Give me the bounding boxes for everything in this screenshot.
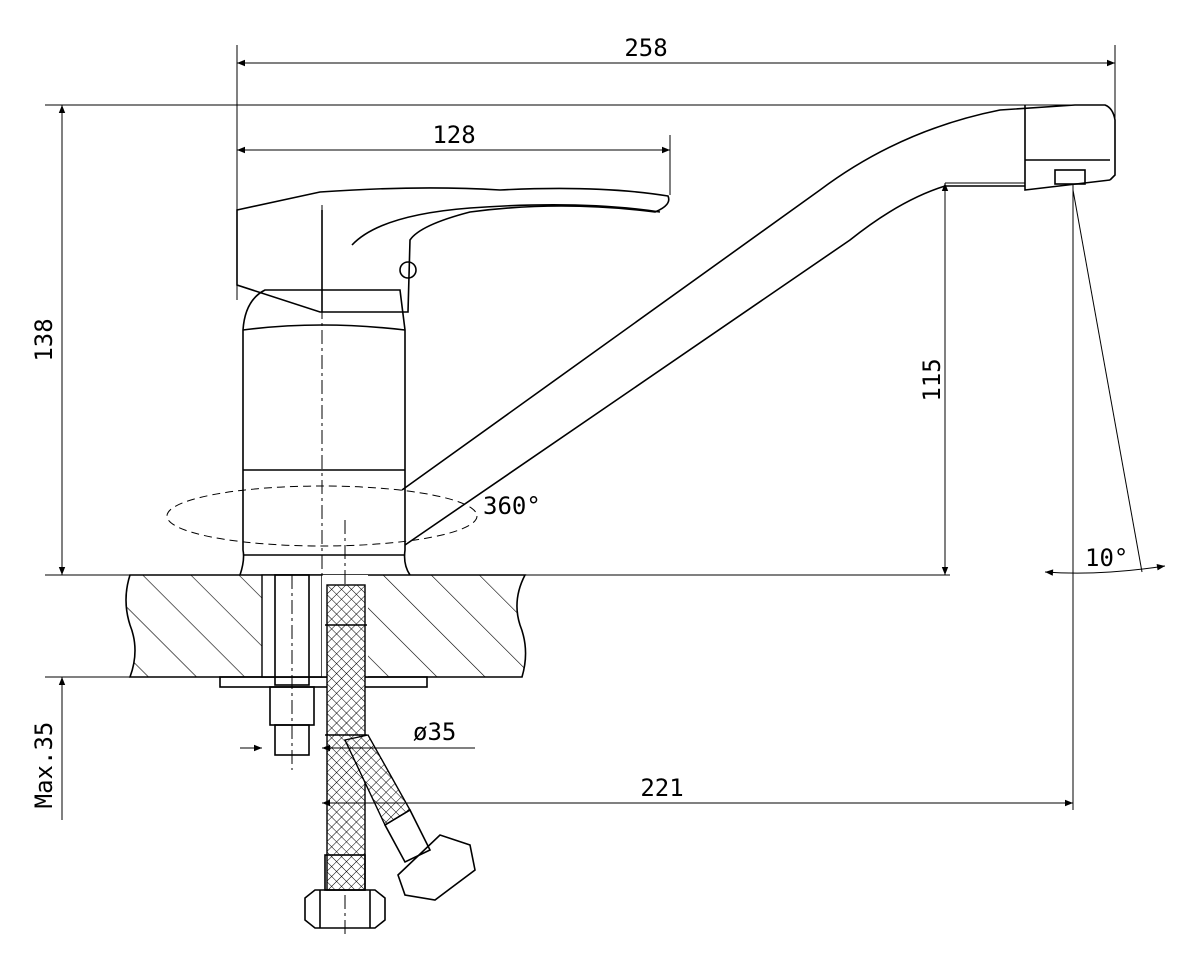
dimension-10-degrees: 10°: [1044, 189, 1166, 576]
dimension-221: 221: [322, 185, 1074, 810]
dimension-138: 138: [30, 104, 1075, 576]
rotation-ellipse: [166, 485, 478, 547]
spout: [401, 104, 1116, 546]
lever-handle: [236, 187, 670, 313]
rotation-label: 360°: [483, 492, 541, 520]
svg-text:10°: 10°: [1085, 544, 1128, 572]
dimension-115: 115: [918, 182, 1025, 575]
svg-text:138: 138: [30, 318, 58, 361]
dimension-max35: Max.35: [30, 676, 130, 820]
dimension-128: 128: [237, 121, 671, 195]
countertop-section: [125, 574, 527, 688]
svg-text:221: 221: [640, 774, 683, 802]
svg-text:Max.35: Max.35: [30, 722, 58, 809]
svg-text:ø35: ø35: [413, 718, 456, 746]
svg-text:128: 128: [432, 121, 475, 149]
faucet-body: [239, 289, 411, 576]
dimension-diameter-35: ø35: [240, 718, 475, 752]
dimension-258: 258: [236, 34, 1116, 300]
mounting-stud: [269, 574, 315, 756]
svg-text:258: 258: [624, 34, 667, 62]
svg-text:115: 115: [918, 358, 946, 401]
